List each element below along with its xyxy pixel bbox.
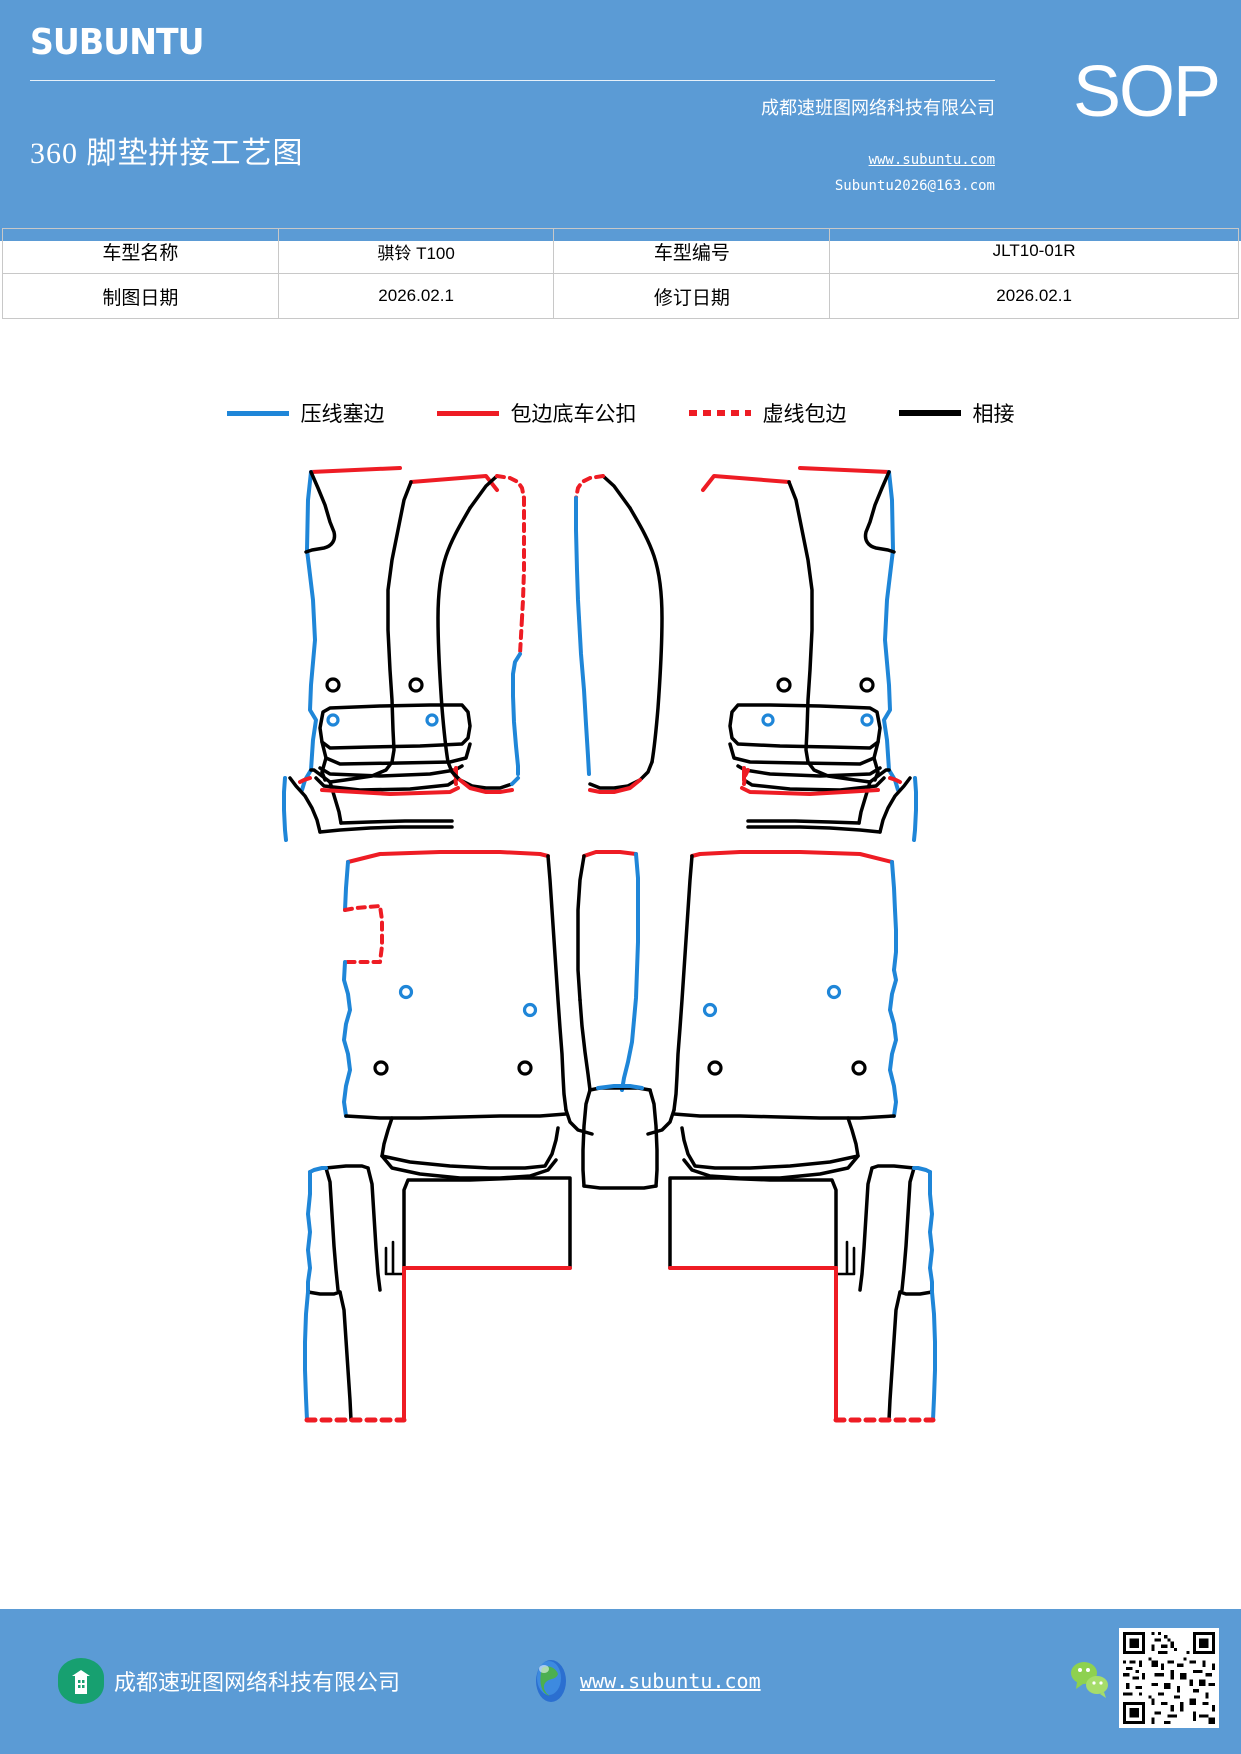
legend-label-edge-buckle: 包边底车公扣 bbox=[510, 402, 637, 426]
page-title: 360 脚垫拼接工艺图 bbox=[30, 137, 304, 170]
document-header: SUBUNTU 360 脚垫拼接工艺图 成都速班图网络科技有限公司 www.su… bbox=[0, 0, 1241, 241]
wechat-icon bbox=[1067, 1656, 1113, 1702]
qr-code bbox=[1119, 1628, 1219, 1728]
red-dashed-line-icon bbox=[688, 410, 751, 416]
building-icon bbox=[58, 1658, 104, 1704]
label-vehicle-code: 车型编号 bbox=[553, 228, 831, 274]
label-vehicle-name: 车型名称 bbox=[2, 228, 279, 274]
footer-company-block: 成都速班图网络科技有限公司 bbox=[58, 1658, 400, 1704]
legend-item-edge-buckle: 包边底车公扣 bbox=[436, 398, 637, 428]
footer-website-block[interactable]: www.subuntu.com bbox=[530, 1658, 761, 1704]
legend-item-join: 相接 bbox=[898, 398, 1015, 428]
table-row: 车型名称 骐铃 T100 车型编号 JLT10-01R bbox=[2, 228, 1239, 274]
value-revision-date: 2026.02.1 bbox=[829, 273, 1239, 319]
legend-label-seam: 压线塞边 bbox=[300, 402, 385, 426]
drawing-legend: 压线塞边 包边底车公扣 虚线包边 相接 bbox=[0, 398, 1241, 428]
footer-divider bbox=[0, 1606, 1241, 1609]
header-company-name: 成都速班图网络科技有限公司 bbox=[761, 98, 995, 118]
floor-mat-pattern-drawing bbox=[0, 440, 1241, 1490]
globe-icon bbox=[530, 1658, 572, 1704]
legend-label-dashed-edge: 虚线包边 bbox=[762, 402, 847, 426]
front-row-panels bbox=[282, 466, 918, 842]
label-revision-date: 修订日期 bbox=[553, 273, 831, 319]
legend-label-join: 相接 bbox=[972, 402, 1015, 426]
value-draw-date: 2026.02.1 bbox=[277, 273, 555, 319]
header-divider bbox=[30, 80, 995, 81]
blue-line-icon bbox=[226, 410, 289, 416]
vehicle-info-table: 车型名称 骐铃 T100 车型编号 JLT10-01R 制图日期 2026.02… bbox=[2, 228, 1239, 319]
label-draw-date: 制图日期 bbox=[2, 273, 279, 319]
black-line-icon bbox=[898, 410, 961, 416]
table-row: 制图日期 2026.02.1 修订日期 2026.02.1 bbox=[2, 273, 1239, 319]
header-website-link[interactable]: www.subuntu.com bbox=[868, 152, 995, 168]
brand-logo: SUBUNTU bbox=[30, 22, 205, 63]
document-type-badge: SOP bbox=[1072, 52, 1221, 132]
legend-item-dashed-edge: 虚线包边 bbox=[688, 398, 847, 428]
footer-website-link[interactable]: www.subuntu.com bbox=[580, 1669, 761, 1693]
legend-item-seam: 压线塞边 bbox=[226, 398, 385, 428]
red-line-icon bbox=[436, 410, 499, 416]
header-email: Subuntu2026@163.com bbox=[834, 178, 995, 194]
value-vehicle-code: JLT10-01R bbox=[829, 228, 1239, 274]
document-footer: 成都速班图网络科技有限公司 www.subuntu.com bbox=[0, 1606, 1241, 1754]
value-vehicle-name: 骐铃 T100 bbox=[277, 228, 555, 274]
footer-company-name: 成都速班图网络科技有限公司 bbox=[114, 1670, 401, 1695]
rear-row-panels bbox=[303, 850, 937, 1423]
